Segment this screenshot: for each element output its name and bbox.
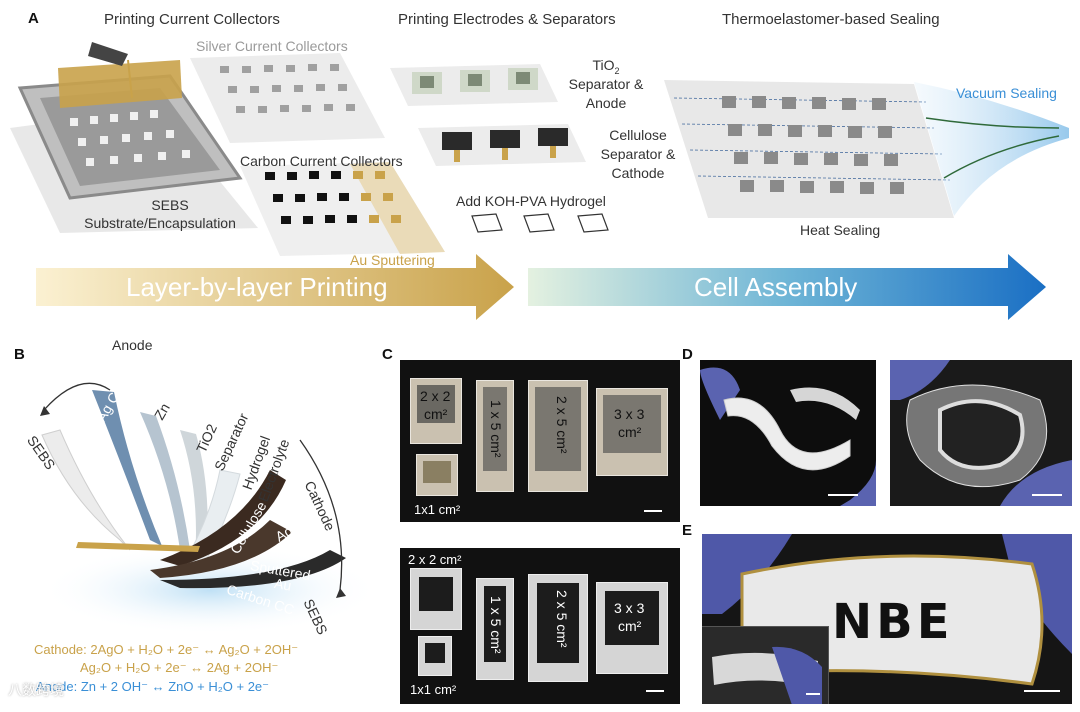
photo-d-right bbox=[890, 360, 1072, 506]
label-au-sputtering: Au Sputtering bbox=[350, 252, 435, 268]
label-c-top-2x5: 2 x 5 cm² bbox=[554, 396, 570, 454]
cellulose-cathode-row bbox=[418, 124, 586, 166]
photo-c-top: 2 x 2 cm² 1 x 5 cm² 2 x 5 cm² 3 x 3 cm² … bbox=[400, 360, 680, 522]
label-sebs: SEBS bbox=[151, 197, 189, 213]
label-koh-pva-hydrogel: Add KOH-PVA Hydrogel bbox=[456, 193, 606, 209]
inset-stretched-battery bbox=[712, 646, 822, 704]
label-c-bottom-1x5: 1 x 5 cm² bbox=[488, 596, 504, 654]
label-anode-b: Anode bbox=[112, 337, 153, 353]
panel-c-letter: C bbox=[382, 346, 393, 363]
panel-d-letter: D bbox=[682, 346, 693, 363]
scale-bar-d-left bbox=[828, 494, 858, 496]
scale-bar-c-top bbox=[644, 510, 662, 512]
cell-2x5-top bbox=[528, 380, 588, 492]
label-vacuum-sealing: Vacuum Sealing bbox=[956, 85, 1057, 101]
cell-1x5-top bbox=[476, 380, 514, 492]
label-c-bottom-3x3: 3 x 3 bbox=[614, 600, 645, 616]
label-cellulose: Cellulose bbox=[609, 127, 667, 143]
cell-1x5-bottom bbox=[476, 578, 514, 680]
label-c-top-2x2: 2 x 2 bbox=[420, 388, 451, 404]
carbon-current-collectors-sheet bbox=[240, 162, 445, 256]
watermark: 八数跨境 bbox=[8, 682, 64, 698]
cell-2x5-bottom bbox=[528, 574, 588, 682]
label-c-bottom-2x2: 2 x 2 cm² bbox=[408, 552, 462, 567]
label-carbon-current-collectors: Carbon Current Collectors bbox=[240, 153, 403, 169]
cell-1x1-bottom bbox=[418, 636, 452, 676]
nbe-logo-text: NBE bbox=[832, 594, 954, 650]
label-c-bottom-2x5: 2 x 5 cm² bbox=[554, 590, 570, 648]
hydrogel-pieces bbox=[471, 213, 609, 233]
silver-current-collectors-sheet bbox=[190, 53, 385, 143]
header-thermoelastomer-sealing: Thermoelastomer-based Sealing bbox=[722, 11, 940, 28]
label-au-b: Au bbox=[273, 574, 293, 594]
label-cell-assembly: Cell Assembly bbox=[694, 272, 858, 302]
photo-d-left bbox=[700, 360, 876, 506]
battery-layers-illustration bbox=[40, 382, 370, 635]
label-tio2-subscript: 2 bbox=[614, 65, 620, 76]
label-substrate-encapsulation: Substrate/Encapsulation bbox=[84, 215, 236, 231]
tio2-anode-row bbox=[390, 64, 558, 106]
photo-e: NBE bbox=[702, 534, 1072, 704]
cell-1x1-top bbox=[416, 454, 458, 496]
scale-bar-c-bottom bbox=[646, 690, 664, 692]
printing-arrow bbox=[36, 254, 514, 320]
twisted-battery bbox=[890, 360, 1072, 506]
label-heat-sealing: Heat Sealing bbox=[800, 222, 881, 238]
label-cellulose-separator: Separator & bbox=[600, 146, 676, 162]
photo-c-bottom: 2 x 2 cm² 1 x 5 cm² 2 x 5 cm² 3 x 3 cm² … bbox=[400, 548, 680, 704]
header-printing-electrodes-separators: Printing Electrodes & Separators bbox=[398, 11, 616, 28]
label-tio2-text: TiO bbox=[592, 57, 615, 73]
panel-b-letter: B bbox=[14, 346, 25, 363]
sebs-substrate-illustration bbox=[10, 42, 258, 233]
header-printing-current-collectors: Printing Current Collectors bbox=[104, 11, 280, 28]
label-c-bottom-1x1: 1x1 cm² bbox=[410, 682, 457, 697]
panel-a-letter: A bbox=[28, 10, 39, 27]
cell-2x2-bottom bbox=[410, 568, 462, 630]
label-c-top-3x3-unit: cm² bbox=[618, 424, 642, 440]
photo-e-inset bbox=[702, 626, 829, 704]
label-tio2-separator: Separator & bbox=[568, 76, 644, 92]
label-tio2: TiO2 bbox=[566, 56, 646, 80]
equation-cathode-1: Cathode: 2AgO + H₂O + 2e⁻ ↔ Ag₂O + 2OH⁻ bbox=[34, 642, 299, 657]
cell-assembly-arrow bbox=[528, 254, 1046, 320]
scale-bar-e bbox=[1024, 690, 1060, 692]
scale-bar-e-inset bbox=[806, 693, 820, 695]
cell-2x2-top bbox=[410, 378, 462, 444]
label-cathode: Cathode bbox=[611, 165, 665, 181]
panel-e-letter: E bbox=[682, 522, 693, 539]
label-layer-by-layer-printing: Layer-by-layer Printing bbox=[126, 272, 388, 302]
equation-anode: Anode: Zn + 2 OH⁻ ↔ ZnO + H₂O + 2e⁻ bbox=[36, 679, 270, 694]
cell-3x3-bottom bbox=[596, 582, 668, 674]
equation-cathode-2: Ag₂O + H₂O + 2e⁻ ↔ 2Ag + 2OH⁻ bbox=[80, 660, 279, 675]
scale-bar-d-right bbox=[1032, 494, 1062, 496]
label-anode: Anode bbox=[585, 95, 627, 111]
label-c-top-1x1: 1x1 cm² bbox=[414, 502, 461, 517]
label-c-top-3x3: 3 x 3 bbox=[614, 406, 645, 422]
cell-3x3-top bbox=[596, 388, 668, 476]
label-c-top-1x5: 1 x 5 cm² bbox=[488, 400, 504, 458]
bent-battery-s-shape bbox=[700, 367, 876, 506]
label-silver-current-collectors: Silver Current Collectors bbox=[196, 38, 348, 54]
sealing-sheet bbox=[664, 80, 1069, 218]
label-c-bottom-3x3-unit: cm² bbox=[618, 618, 642, 634]
label-c-top-2x2-unit: cm² bbox=[424, 406, 448, 422]
